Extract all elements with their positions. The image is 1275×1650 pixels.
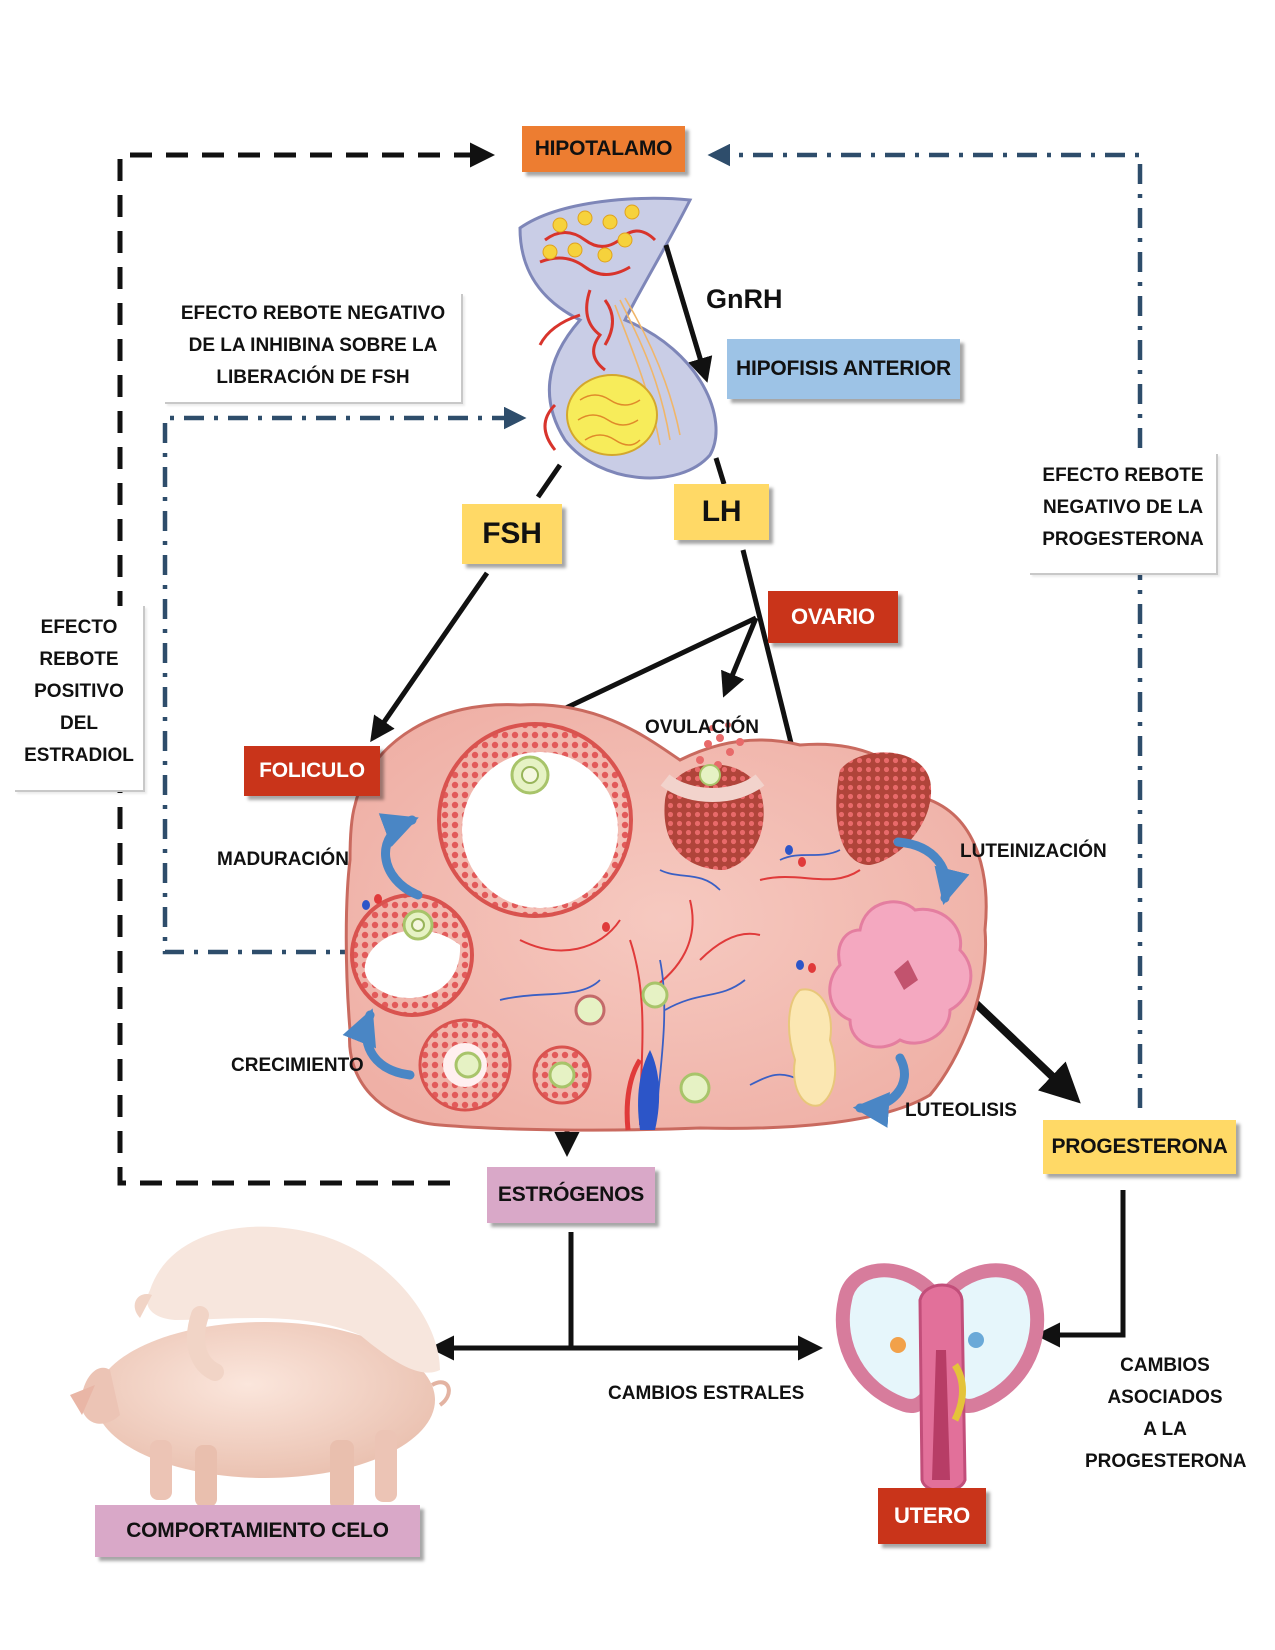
uterus-illustration — [835, 1263, 1045, 1493]
crecimiento-cycle-arrow — [342, 1008, 415, 1080]
luteolisis-cycle-arrow — [852, 1053, 909, 1128]
lh-line-upper — [713, 457, 727, 485]
maduracion-cycle-arrow — [378, 813, 423, 900]
estradiol-callout-line-2: REBOTE — [39, 649, 119, 670]
fsh-arrow — [370, 571, 490, 743]
cambios-progesterona-label: CAMBIOS ASOCIADOS A LA PROGESTERONA — [1085, 1350, 1247, 1478]
cambios-progesterona-line-4: PROGESTERONA — [1085, 1451, 1247, 1472]
ovario-to-ovulacion-arrow — [721, 617, 759, 698]
utero-box: UTERO — [878, 1488, 986, 1544]
ovulacion-label: OVULACIÓN — [645, 717, 759, 738]
gnrh-label: GnRH — [706, 284, 783, 314]
comportamiento-celo-box: COMPORTAMIENTO CELO — [95, 1505, 420, 1557]
cambios-estrales-label: CAMBIOS ESTRALES — [608, 1383, 805, 1404]
estradiol-callout-line-3: POSITIVO — [34, 681, 124, 702]
progesterona-callout-line-3: PROGESTERONA — [1042, 529, 1204, 550]
gnrh-arrow — [663, 244, 713, 383]
hipotalamo-box: HIPOTALAMO — [522, 126, 685, 172]
progesterona-arrow — [965, 993, 1081, 1104]
luteinizacion-label: LUTEINIZACIÓN — [960, 841, 1107, 862]
inhibina-callout-line-3: LIBERACIÓN DE FSH — [216, 367, 410, 388]
progesterona-feedback-line — [707, 143, 1143, 1108]
maduracion-label: MADURACIÓN — [217, 849, 349, 870]
progesterona-callout-line-2: NEGATIVO DE LA — [1042, 497, 1204, 518]
inhibina-callout-line-2: DE LA INHIBINA SOBRE LA — [188, 335, 438, 356]
estradiol-callout: EFECTO REBOTE POSITIVO DEL ESTRADIOL — [15, 606, 145, 792]
cambios-progesterona-line-1: CAMBIOS — [1120, 1355, 1210, 1376]
progesterona-callout-line-1: EFECTO REBOTE — [1042, 465, 1204, 486]
hipofisis-anterior-box: HIPOFISIS ANTERIOR — [727, 339, 960, 399]
cambios-progesterona-line-3: A LA — [1143, 1419, 1187, 1440]
progesterona-box: PROGESTERONA — [1043, 1120, 1236, 1174]
hypothalamus-pituitary-illustration — [518, 196, 718, 480]
ovario-box: OVARIO — [768, 591, 898, 643]
estradiol-callout-line-5: ESTRADIOL — [24, 745, 134, 766]
estrogenos-box: ESTRÓGENOS — [487, 1167, 655, 1223]
luteinizacion-cycle-arrow — [893, 837, 970, 905]
fsh-box: FSH — [462, 504, 562, 564]
progesterona-callout: EFECTO REBOTE NEGATIVO DE LA PROGESTERON… — [1030, 454, 1218, 575]
cambios-progesterona-line-2: ASOCIADOS — [1107, 1387, 1223, 1408]
foliculo-box: FOLICULO — [244, 746, 380, 796]
inhibina-callout: EFECTO REBOTE NEGATIVO DE LA INHIBINA SO… — [165, 294, 463, 404]
inhibina-feedback-line — [162, 406, 527, 955]
crecimiento-label: CRECIMIENTO — [231, 1055, 364, 1076]
fsh-line-upper — [535, 463, 563, 499]
estradiol-callout-line-1: EFECTO — [40, 617, 118, 638]
luteolisis-label: LUTEOLISIS — [905, 1100, 1017, 1121]
inhibina-callout-line-1: EFECTO REBOTE NEGATIVO — [180, 303, 446, 324]
ovary-illustration — [344, 703, 988, 1132]
lh-box: LH — [674, 484, 769, 540]
estradiol-callout-line-4: DEL — [60, 713, 98, 734]
progesterona-to-utero-arrow — [1035, 1190, 1126, 1348]
pig-illustration — [70, 1226, 451, 1510]
